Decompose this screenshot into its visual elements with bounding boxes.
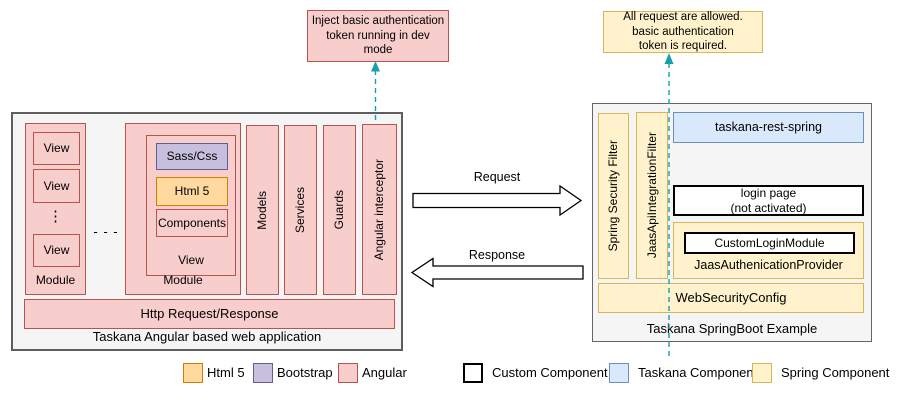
html5-box: Html 5: [156, 177, 228, 206]
guards-bar: Guards: [323, 125, 356, 295]
request-arrow: [412, 184, 583, 217]
response-label: Response: [468, 248, 526, 262]
springboot-title: Taskana SpringBoot Example: [646, 321, 818, 337]
legend-label: Custom Component: [492, 365, 608, 380]
request-label: Request: [473, 170, 521, 184]
legend-item-bootstrap: Bootstrap: [253, 362, 333, 383]
view-box: View: [33, 234, 80, 267]
vertical-ellipsis: ⋮: [48, 208, 63, 225]
legend-label: Html 5: [207, 365, 245, 380]
models-bar: Models: [246, 125, 279, 295]
taskana-component-swatch: [609, 362, 629, 383]
view-detail-box: Sass/Css Html 5 Components View: [146, 135, 236, 276]
jaas-authentication-provider-label: JaasAuthenicationProvider: [694, 258, 843, 272]
jaas-api-integration-filter-bar: JaasApiIntegrationFilter: [636, 112, 668, 279]
spring-component-swatch: [752, 362, 772, 383]
legend-label: Bootstrap: [277, 365, 333, 380]
html5-swatch: [183, 362, 203, 383]
module-label: Module: [163, 272, 203, 287]
angular-app-container: View View ⋮ View Module - - - Sass/Css H…: [11, 112, 403, 351]
http-request-response-bar: Http Request/Response: [24, 299, 395, 329]
spring-security-filter-label: Spring Security Filter: [606, 140, 621, 252]
view-box: View: [33, 169, 80, 203]
jaas-api-integration-filter-label: JaasApiIntegrationFilter: [644, 132, 659, 259]
components-box: Components: [156, 209, 228, 237]
web-security-config-bar: WebSecurityConfig: [598, 283, 864, 313]
springboot-container: Spring Security Filter JaasApiIntegratio…: [592, 103, 872, 342]
angular-swatch: [338, 362, 358, 383]
angular-app-title: Taskana Angular based web application: [92, 329, 322, 345]
legend-label: Spring Component: [781, 365, 890, 380]
view-box: View: [33, 132, 80, 165]
custom-login-module-box: CustomLoginModule: [684, 232, 855, 254]
bootstrap-swatch: [253, 362, 273, 383]
login-page-line2: (not activated): [730, 200, 807, 215]
response-arrow: [410, 257, 584, 288]
login-page-line1: login page: [740, 186, 797, 201]
jaas-authentication-provider-box: CustomLoginModule JaasAuthenicationProvi…: [673, 222, 864, 279]
angular-interceptor-bar: Angular interceptor: [362, 124, 397, 295]
legend-item-angular: Angular: [338, 362, 407, 383]
legend-item-taskana: Taskana Component: [609, 362, 757, 383]
ellipsis-between-modules: - - -: [93, 224, 119, 239]
legend-item-html5: Html 5: [183, 362, 245, 383]
sass-css-box: Sass/Css: [156, 143, 228, 170]
view-label: View: [178, 252, 204, 267]
legend-item-custom: Custom Component: [463, 362, 608, 383]
login-page-box: login page (not activated): [673, 185, 864, 216]
legend-item-spring: Spring Component: [752, 362, 889, 383]
angular-interceptor-label: Angular interceptor: [372, 158, 387, 261]
services-bar: Services: [284, 125, 317, 295]
module1-box: View View ⋮ View Module: [25, 123, 86, 295]
custom-component-swatch: [463, 362, 483, 383]
models-label: Models: [255, 190, 270, 230]
legend-label: Angular: [362, 365, 407, 380]
legend-label: Taskana Component: [638, 365, 758, 380]
spring-security-filter-bar: Spring Security Filter: [598, 113, 629, 279]
taskana-rest-spring-box: taskana-rest-spring: [673, 112, 864, 143]
services-label: Services: [293, 186, 308, 233]
guards-label: Guards: [332, 190, 347, 230]
dev-token-note: Inject basic authentication token runnin…: [307, 10, 449, 62]
auth-required-note: All request are allowed. basic authentic…: [603, 11, 763, 53]
module-label: Module: [35, 272, 76, 287]
module2-box: Sass/Css Html 5 Components View Module: [125, 123, 241, 295]
